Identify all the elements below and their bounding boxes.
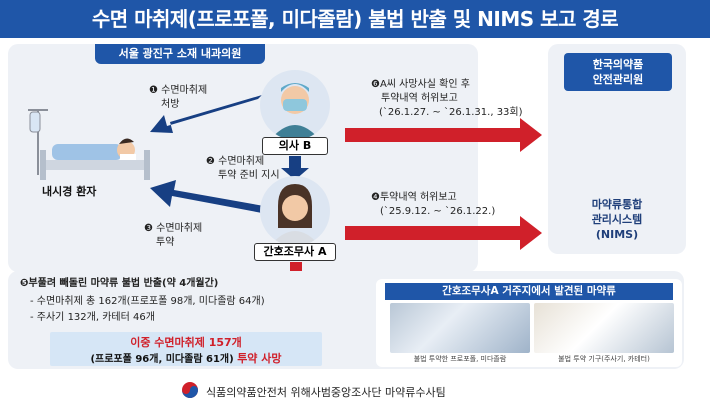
step-4-line1: ❹투약내역 허위보고	[371, 192, 457, 203]
found-items-title: 간호조무사A 거주지에서 발견된 마약류	[385, 283, 673, 300]
nims-system-label: 마약류통합 관리시스템 (NIMS)	[556, 197, 678, 242]
step-6-line2: 투약내역 허위보고	[381, 93, 458, 104]
step-2-line2: 투약 준비 지시	[218, 170, 280, 181]
page-title: 수면 마취제(프로포폴, 미다졸람) 불법 반출 및 NIMS 보고 경로	[91, 7, 619, 31]
step-2-line1: ❷ 수면마취제	[206, 156, 265, 167]
dose-line1: 이중 수면마취제 157개	[130, 336, 242, 349]
nims-line3: (NIMS)	[595, 228, 639, 241]
dose-detail: (프로포폴 96개, 미다졸람 61개)	[90, 354, 234, 365]
doctor-avatar	[260, 70, 330, 140]
false-report-arrow-6	[345, 118, 542, 152]
evidence-photo-tools	[534, 303, 674, 353]
patient-label: 내시경 환자	[42, 185, 97, 198]
step-6-line3: (`26.1.27. ~ `26.1.31., 33회)	[379, 107, 523, 118]
nurse-label: 간호조무사 A	[254, 243, 336, 261]
clinic-name: 서울 광진구 소재 내과의원	[95, 44, 265, 64]
prescribe-arrow	[150, 95, 262, 133]
step-3-line1: ❸ 수면마취제	[144, 223, 203, 234]
removal-item-2: - 주사기 132개, 카테터 46개	[30, 312, 155, 323]
false-report-arrow-4	[345, 216, 542, 250]
instruct-arrow	[281, 156, 309, 180]
dose-outcome: 투약 사망	[237, 352, 282, 365]
agency-name-line1: 한국의약품	[592, 58, 644, 71]
nurse-avatar	[260, 176, 330, 246]
step-1-line1: ❶ 수면마취제	[149, 85, 208, 96]
removal-item-1: - 수면마취제 총 162개(프로포폴 98개, 미다졸람 64개)	[30, 296, 265, 307]
step-5-title: ❺부풀려 빼돌린 마약류 불법 반출(약 4개월간)	[20, 278, 219, 289]
dose-highlight	[50, 332, 322, 366]
step-4-line2: (`25.9.12. ~ `26.1.22.)	[380, 206, 496, 217]
dose-line2: (프로포폴 96개, 미다졸람 61개) 투약 사망	[50, 350, 322, 366]
agency-name-line2: 안전관리원	[592, 73, 644, 86]
doctor-label: 의사 B	[262, 137, 328, 155]
evidence-photo-drugs	[390, 303, 530, 353]
step-3-line2: 투약	[156, 237, 175, 248]
footer-credit: 식품의약품안전처 위해사범중앙조사단 마약류수사팀	[206, 386, 446, 399]
korea-government-emblem-icon	[182, 382, 198, 398]
step-1-line2: 처방	[161, 99, 180, 110]
nims-line2: 관리시스템	[591, 213, 643, 226]
evidence-caption-drugs: 불법 투약한 프로포폴, 미다졸람	[413, 355, 507, 363]
evidence-caption-tools: 불법 투약 기구(주사기, 카테터)	[558, 355, 650, 363]
agency-name: 한국의약품 안전관리원	[564, 53, 672, 91]
administer-arrow	[150, 180, 264, 213]
nims-line1: 마약류통합	[591, 198, 643, 211]
patient-bed-icon	[40, 138, 150, 180]
title-bar	[0, 0, 710, 38]
step-6-line1: ❻A씨 사망사실 확인 후	[371, 79, 470, 90]
iv-stand-icon	[28, 109, 48, 175]
